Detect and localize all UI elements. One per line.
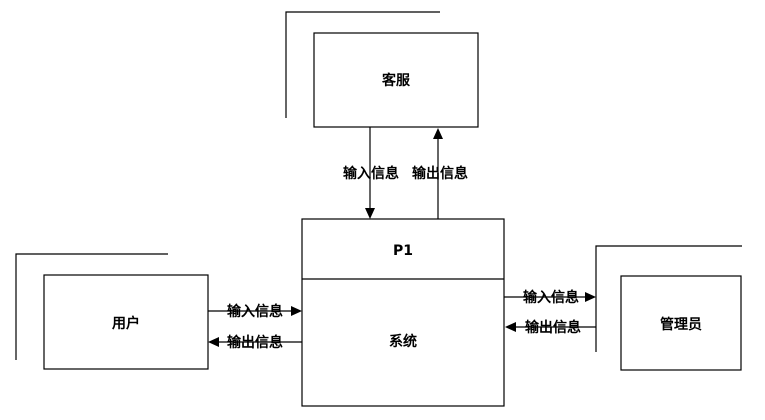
process-id: P1 [393, 243, 413, 259]
flow-admin-output-label: 输出信息 [525, 319, 581, 336]
flow-user-input-label: 输入信息 [227, 303, 283, 320]
arrow-left-icon [505, 322, 516, 332]
flow-cs-input-label: 输入信息 [343, 165, 399, 182]
process-name: 系统 [389, 333, 417, 350]
flow-user-output: 输出信息 [208, 334, 302, 351]
arrow-right-icon [291, 306, 302, 316]
entity-admin-shadow [595, 245, 742, 352]
process-box [301, 218, 505, 407]
entity-user-box [43, 274, 209, 370]
flow-cs-output: 输出信息 [412, 128, 468, 219]
entity-user: 用户 [15, 253, 209, 370]
flow-admin-input: 输入信息 [504, 289, 596, 306]
flow-admin-input-label: 输入信息 [523, 289, 579, 306]
entity-user-label: 用户 [112, 315, 140, 332]
arrow-up-icon [433, 128, 443, 139]
entity-user-shadow [15, 253, 168, 360]
entity-admin-box [620, 275, 742, 371]
entity-customer-service-shadow [285, 11, 440, 118]
flow-user-output-label: 输出信息 [227, 334, 283, 351]
process-p1: P1 系统 [301, 218, 505, 407]
entity-admin-label: 管理员 [660, 316, 702, 333]
arrow-right-icon [585, 292, 596, 302]
flow-cs-input: 输入信息 [343, 127, 399, 219]
arrow-down-icon [365, 208, 375, 219]
entity-customer-service-label: 客服 [381, 72, 411, 89]
entity-customer-service: 客服 [285, 11, 479, 128]
entity-customer-service-box [313, 32, 479, 128]
arrow-left-icon [208, 337, 219, 347]
flow-admin-output: 输出信息 [505, 319, 596, 336]
flow-cs-output-label: 输出信息 [412, 165, 468, 182]
flow-user-input: 输入信息 [208, 303, 302, 320]
entity-admin: 管理员 [595, 245, 742, 371]
